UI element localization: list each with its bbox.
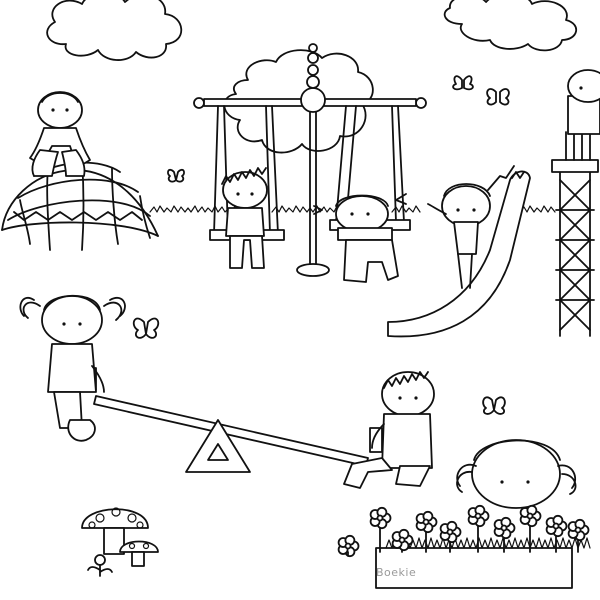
- boy-on-seesaw: [343, 371, 435, 489]
- mushroom-small: [119, 540, 159, 567]
- girl-behind-flowers: [456, 439, 577, 509]
- flower: [337, 534, 360, 558]
- flower: [439, 520, 462, 553]
- child-climbing-slide: [427, 165, 525, 289]
- small-flower-near-mushrooms: [87, 554, 113, 577]
- child-on-climbing-dome: [29, 91, 91, 177]
- butterfly-top-center: [452, 75, 474, 91]
- flower: [391, 528, 414, 553]
- cloud-top-left: [46, 0, 183, 61]
- flower: [519, 504, 542, 553]
- flower: [545, 514, 568, 553]
- flower: [369, 506, 392, 553]
- seesaw: [83, 367, 383, 473]
- cloud-top-right: [443, 0, 577, 52]
- butterfly-near-swing: [167, 168, 185, 183]
- artist-signature: Boekie: [376, 566, 417, 579]
- swing-set: [193, 43, 427, 277]
- flowers: [337, 504, 590, 558]
- girl-on-seesaw: [19, 294, 126, 442]
- flower: [415, 510, 438, 553]
- child-on-right-swing: [313, 193, 411, 283]
- child-on-left-swing: [209, 167, 285, 269]
- slide: [387, 95, 600, 338]
- butterfly-left-middle: [132, 317, 160, 339]
- flower: [493, 516, 516, 553]
- flower: [467, 504, 490, 553]
- child-on-slide-tower: [567, 69, 600, 103]
- butterfly-top-right: [486, 88, 510, 106]
- flower: [567, 518, 590, 553]
- mushroom-large: [81, 507, 149, 555]
- butterfly-right-middle: [482, 396, 506, 415]
